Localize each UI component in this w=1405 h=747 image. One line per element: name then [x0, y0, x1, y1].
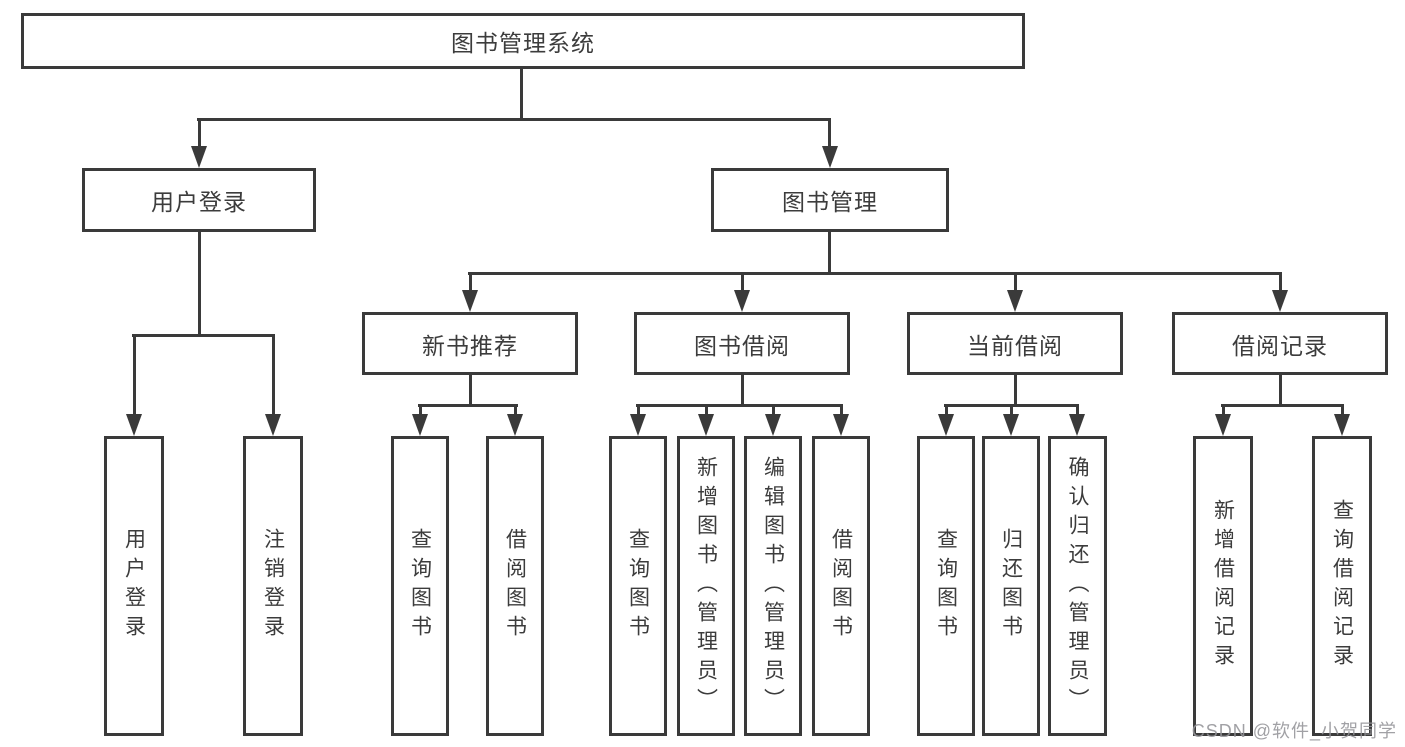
connector-vline — [1279, 375, 1282, 406]
node-label: 归还图书 — [999, 528, 1023, 644]
arrow-down-icon — [412, 414, 428, 436]
node-label: 确认归还（管理员） — [1066, 455, 1089, 717]
node-leaf-records-query-record: 查询借阅记录 — [1312, 436, 1372, 736]
node-leaf-current-query-books: 查询图书 — [917, 436, 975, 736]
node-new-book-recommend: 新书推荐 — [362, 312, 578, 375]
arrow-down-icon — [734, 290, 750, 312]
node-leaf-logout: 注销登录 — [243, 436, 303, 736]
connector-vline — [1014, 375, 1017, 406]
watermark: CSDN @软件_小贺同学 — [1191, 721, 1397, 741]
node-label: 查询图书 — [934, 528, 958, 644]
connector-vline — [198, 118, 201, 148]
node-label: 新增图书（管理员） — [694, 455, 718, 717]
connector-vline — [469, 375, 472, 406]
node-leaf-user-login: 用户登录 — [104, 436, 164, 736]
node-leaf-borrow-edit-books-admin: 编辑图书（管理员） — [744, 436, 802, 736]
connector-vline — [828, 232, 831, 274]
connector-vline — [469, 272, 472, 292]
arrow-down-icon — [1007, 290, 1023, 312]
node-user-login: 用户登录 — [82, 168, 316, 232]
node-label: 用户登录 — [151, 189, 247, 215]
arrow-down-icon — [1334, 414, 1350, 436]
arrow-down-icon — [1272, 290, 1288, 312]
arrow-down-icon — [126, 414, 142, 436]
node-leaf-recommend-borrow-books: 借阅图书 — [486, 436, 544, 736]
connector-vline — [828, 118, 831, 148]
connector-vline — [705, 404, 708, 416]
connector-hline — [1221, 404, 1344, 407]
connector-vline — [1279, 272, 1282, 292]
node-label: 查询借阅记录 — [1330, 499, 1354, 673]
connector-hline — [132, 334, 275, 337]
connector-vline — [419, 404, 422, 416]
node-library-system: 图书管理系统 — [21, 13, 1025, 69]
connector-vline — [198, 232, 201, 336]
arrow-down-icon — [1003, 414, 1019, 436]
arrow-down-icon — [1215, 414, 1231, 436]
node-label: 新增借阅记录 — [1211, 499, 1235, 673]
node-label: 图书借阅 — [694, 332, 790, 359]
arrow-down-icon — [507, 414, 523, 436]
node-label: 图书管理 — [782, 189, 878, 215]
node-label: 查询图书 — [626, 528, 650, 644]
connector-vline — [514, 404, 517, 416]
connector-vline — [1341, 404, 1344, 416]
connector-vline — [272, 334, 275, 416]
node-book-borrowing: 图书借阅 — [634, 312, 850, 375]
node-label: 借阅图书 — [503, 528, 527, 644]
node-leaf-recommend-query-books: 查询图书 — [391, 436, 449, 736]
arrow-down-icon — [938, 414, 954, 436]
node-leaf-borrow-add-books-admin: 新增图书（管理员） — [677, 436, 735, 736]
node-leaf-borrow-query-books: 查询图书 — [609, 436, 667, 736]
node-current-borrowing: 当前借阅 — [907, 312, 1123, 375]
connector-vline — [1076, 404, 1079, 416]
connector-hline — [636, 404, 843, 407]
arrow-down-icon — [630, 414, 646, 436]
arrow-down-icon — [265, 414, 281, 436]
node-book-management: 图书管理 — [711, 168, 949, 232]
connector-vline — [741, 272, 744, 292]
connector-hline — [418, 404, 518, 407]
node-label: 注销登录 — [261, 528, 285, 644]
node-leaf-records-add-record: 新增借阅记录 — [1193, 436, 1253, 736]
connector-vline — [1014, 272, 1017, 292]
arrow-down-icon — [1069, 414, 1085, 436]
connector-vline — [133, 334, 136, 416]
arrow-down-icon — [462, 290, 478, 312]
connector-vline — [840, 404, 843, 416]
arrow-down-icon — [698, 414, 714, 436]
node-label: 新书推荐 — [422, 332, 518, 359]
node-leaf-current-return-books: 归还图书 — [982, 436, 1040, 736]
node-label: 查询图书 — [408, 528, 432, 644]
connector-hline — [468, 272, 1282, 275]
connector-vline — [1010, 404, 1013, 416]
node-label: 编辑图书（管理员） — [761, 455, 785, 717]
connector-vline — [945, 404, 948, 416]
node-label: 图书管理系统 — [451, 30, 595, 56]
connector-vline — [637, 404, 640, 416]
node-leaf-current-confirm-return-admin: 确认归还（管理员） — [1048, 436, 1107, 736]
connector-vline — [520, 69, 523, 121]
node-label: 借阅记录 — [1232, 332, 1328, 359]
arrow-down-icon — [765, 414, 781, 436]
node-borrowing-records: 借阅记录 — [1172, 312, 1388, 375]
arrow-down-icon — [833, 414, 849, 436]
node-label: 当前借阅 — [967, 332, 1063, 359]
node-label: 借阅图书 — [829, 528, 853, 644]
connector-vline — [772, 404, 775, 416]
node-leaf-borrow-borrow-books: 借阅图书 — [812, 436, 870, 736]
arrow-down-icon — [822, 146, 838, 168]
node-label: 用户登录 — [122, 528, 146, 644]
connector-vline — [741, 375, 744, 406]
connector-vline — [1222, 404, 1225, 416]
arrow-down-icon — [191, 146, 207, 168]
connector-hline — [197, 118, 831, 121]
